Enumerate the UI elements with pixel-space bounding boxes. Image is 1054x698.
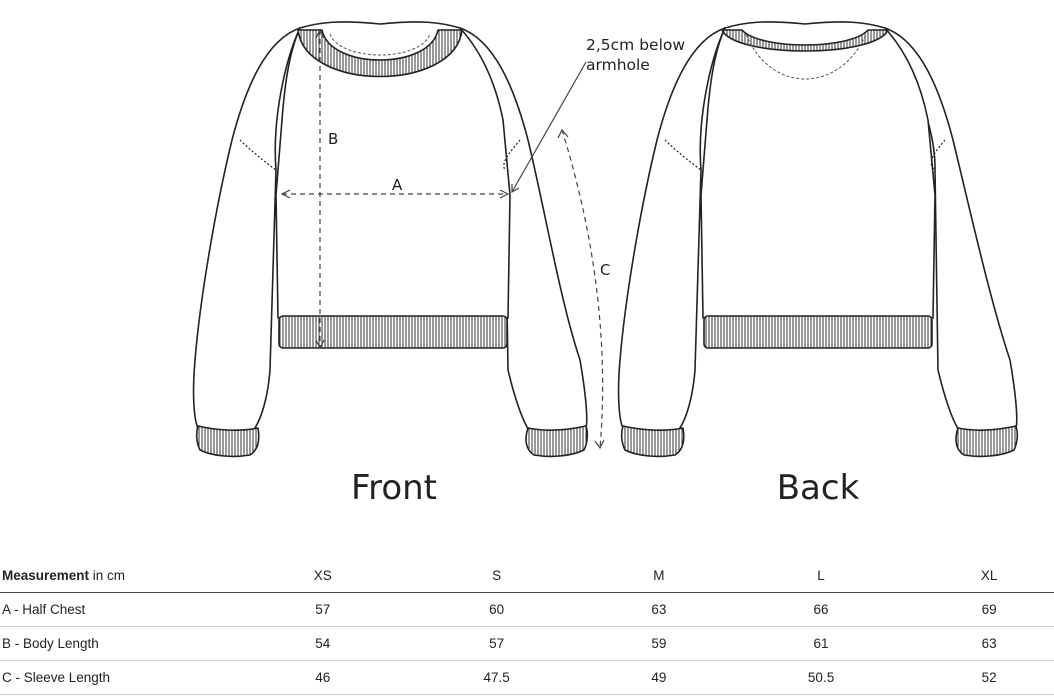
- front-right-cuff: [525, 425, 589, 458]
- table-cell: 52: [924, 660, 1054, 695]
- table-cell: 57: [252, 592, 394, 627]
- armhole-note-line2: armhole: [586, 56, 650, 74]
- row-label: C - Sleeve Length: [0, 660, 252, 695]
- back-left-sleeve: [617, 27, 726, 433]
- table-cell: 61: [717, 626, 925, 661]
- table-row: C - Sleeve Length 46 47.5 49 50.5 52: [0, 660, 1054, 695]
- front-left-cuff: [195, 425, 260, 458]
- front-sweatshirt-drawing: [192, 21, 589, 458]
- front-view-label: Front: [351, 468, 437, 508]
- armhole-note-line1: 2,5cm below: [586, 36, 685, 54]
- front-body: [275, 21, 511, 319]
- measurement-header-bold: Measurement: [2, 567, 90, 583]
- back-sweatshirt-drawing: [617, 21, 1019, 458]
- back-left-cuff: [620, 425, 685, 458]
- measurement-header: Measurement in cm: [0, 558, 252, 593]
- table-cell: 69: [924, 592, 1054, 627]
- back-right-cuff: [955, 425, 1019, 458]
- front-measurements: [280, 28, 605, 450]
- table-cell: 66: [717, 592, 925, 627]
- table-header-row: Measurement in cm XS S M L XL: [0, 558, 1054, 593]
- dimension-c-label: C: [600, 261, 610, 279]
- back-body: [700, 21, 936, 319]
- size-header-l: L: [717, 558, 925, 593]
- back-right-sleeve: [884, 27, 1018, 433]
- dimension-b-label: B: [328, 130, 338, 148]
- table-cell: 50.5: [717, 660, 925, 695]
- row-label: A - Half Chest: [0, 592, 252, 627]
- table-cell: 57: [393, 626, 600, 661]
- table-cell: 60: [393, 592, 600, 627]
- size-guide-illustration: B A C 2,5cm below armhole: [192, 21, 1019, 458]
- back-view-label: Back: [776, 468, 860, 508]
- table-row: B - Body Length 54 57 59 61 63: [0, 626, 1054, 661]
- back-neckband: [721, 29, 889, 52]
- table-cell: 54: [252, 626, 394, 661]
- size-chart-table: Measurement in cm XS S M L XL A - Half C…: [0, 558, 1054, 695]
- table-cell: 47.5: [393, 660, 600, 695]
- front-left-sleeve: [192, 27, 301, 433]
- front-neckband: [297, 29, 463, 78]
- back-hem-rib: [703, 315, 933, 349]
- table-cell: 49: [599, 660, 718, 695]
- table-cell: 63: [599, 592, 718, 627]
- table-cell: 63: [924, 626, 1054, 661]
- size-header-xs: XS: [252, 558, 394, 593]
- table-cell: 59: [599, 626, 718, 661]
- dimension-a-label: A: [392, 176, 403, 194]
- size-header-s: S: [393, 558, 600, 593]
- table-row: A - Half Chest 57 60 63 66 69: [0, 592, 1054, 627]
- front-hem-rib: [278, 315, 508, 349]
- size-header-xl: XL: [924, 558, 1054, 593]
- size-header-m: M: [599, 558, 718, 593]
- table-cell: 46: [252, 660, 394, 695]
- row-label: B - Body Length: [0, 626, 252, 661]
- measurement-header-unit: in cm: [89, 567, 126, 583]
